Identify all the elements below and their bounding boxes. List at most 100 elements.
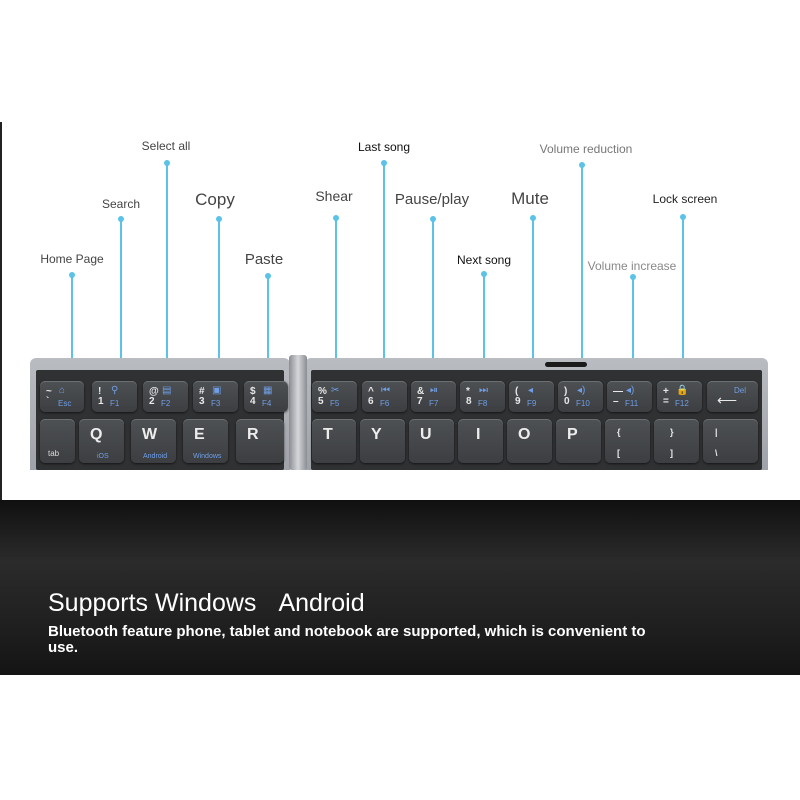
callout-dot-pause-play — [430, 216, 436, 222]
key-f3[interactable]: # 3 ▣ F3 — [193, 381, 238, 412]
key-y[interactable]: Y — [360, 419, 405, 463]
banner-title-windows: Supports Windows — [48, 589, 257, 617]
callout-line-search — [120, 219, 122, 375]
key-q[interactable]: Q iOS — [79, 419, 124, 463]
key-f7-fn: F7 — [429, 399, 439, 408]
key-f1-fn: F1 — [110, 399, 120, 408]
key-del[interactable]: Del ⟵ — [707, 381, 758, 412]
key-f6[interactable]: ^ 6 ⏮ F6 — [362, 381, 407, 412]
key-f2[interactable]: @ 2 ▤ F2 — [143, 381, 188, 412]
key-f1[interactable]: ! 1 ⚲ F1 — [92, 381, 137, 412]
key-f11-fn: F11 — [625, 399, 639, 408]
label-paste: Paste — [244, 251, 284, 268]
left-edge-line — [0, 122, 2, 500]
callout-line-mute — [532, 218, 534, 375]
key-f6-fn: F6 — [380, 399, 390, 408]
key-f4-fn: F4 — [262, 399, 272, 408]
key-q-os-label: iOS — [97, 453, 109, 460]
home-icon: ⌂ — [59, 385, 66, 396]
key-f5-fn: F5 — [330, 399, 340, 408]
key-f12-top: + — [663, 386, 669, 397]
banner-title-android: Android — [278, 589, 365, 617]
key-f7[interactable]: & 7 ⏯ F7 — [411, 381, 456, 412]
key-i[interactable]: I — [458, 419, 503, 463]
key-p[interactable]: P — [556, 419, 601, 463]
key-o-letter: O — [518, 426, 531, 443]
key-f11[interactable]: — – ◂) F11 — [607, 381, 652, 412]
key-f8-bottom: 8 — [466, 396, 472, 407]
next-track-icon: ⏭ — [479, 385, 488, 396]
key-f9[interactable]: ( 9 ◂ F9 — [509, 381, 554, 412]
key-f3-bottom: 3 — [199, 396, 205, 407]
key-f5[interactable]: % 5 ✂ F5 — [312, 381, 357, 412]
label-volume-increase: Volume increase — [587, 259, 677, 273]
label-lock-screen: Lock screen — [652, 192, 718, 206]
volume-down-icon: ◂) — [577, 385, 586, 396]
callout-dot-last-song — [381, 160, 387, 166]
label-volume-reduction: Volume reduction — [539, 142, 633, 156]
key-f10[interactable]: ) 0 ◂) F10 — [558, 381, 603, 412]
key-w-os-label: Android — [143, 453, 168, 460]
key-backslash-bottom: \ — [715, 448, 718, 458]
key-f8[interactable]: * 8 ⏭ F8 — [460, 381, 505, 412]
backspace-arrow-icon: ⟵ — [717, 392, 738, 408]
callout-dot-lock-screen — [680, 214, 686, 220]
key-right-bracket-bottom: ] — [670, 448, 673, 458]
key-esc[interactable]: ~ ` ⌂ Esc — [40, 381, 84, 412]
scissors-icon: ✂ — [331, 385, 340, 396]
label-pause-play: Pause/play — [394, 191, 470, 208]
key-f4[interactable]: $ 4 ▦ F4 — [244, 381, 288, 412]
callout-dot-paste — [265, 273, 271, 279]
key-f5-top: % — [318, 386, 327, 397]
key-f9-top: ( — [515, 386, 519, 397]
label-mute: Mute — [511, 189, 549, 208]
search-icon: ⚲ — [111, 385, 119, 396]
key-f2-fn: F2 — [161, 399, 171, 408]
keyboard-slot — [545, 362, 587, 367]
key-r[interactable]: R — [236, 419, 284, 463]
callout-dot-search — [118, 216, 124, 222]
key-f12-fn: F12 — [675, 399, 689, 408]
key-t-letter: T — [323, 426, 333, 443]
key-e[interactable]: E Windows — [183, 419, 228, 463]
key-tab[interactable]: tab — [40, 419, 75, 463]
key-f12[interactable]: + = 🔒 F12 — [657, 381, 702, 412]
key-f11-top: — — [613, 386, 623, 397]
callout-line-paste — [267, 276, 269, 375]
callout-dot-volume-reduction — [579, 162, 585, 168]
key-i-letter: I — [476, 426, 481, 443]
label-copy: Copy — [195, 190, 235, 209]
select-all-icon: ▤ — [162, 385, 172, 396]
label-last-song: Last song — [357, 140, 411, 154]
label-home-page: Home Page — [40, 252, 104, 266]
callout-dot-next-song — [481, 271, 487, 277]
callout-dot-shear — [333, 215, 339, 221]
key-u[interactable]: U — [409, 419, 454, 463]
key-f2-bottom: 2 — [149, 396, 155, 407]
label-select-all: Select all — [141, 139, 191, 153]
key-del-label: Del — [733, 386, 746, 395]
callout-line-shear — [335, 218, 337, 375]
key-f3-top: # — [199, 386, 205, 397]
key-f7-bottom: 7 — [417, 396, 423, 407]
key-left-bracket[interactable]: { [ — [605, 419, 650, 463]
callout-line-lock-screen — [682, 217, 684, 375]
key-esc-bottom: ` — [46, 396, 50, 407]
callout-line-home — [71, 275, 73, 375]
callout-line-next-song — [483, 274, 485, 375]
key-o[interactable]: O — [507, 419, 552, 463]
key-backslash[interactable]: | \ — [703, 419, 758, 463]
key-f6-bottom: 6 — [368, 396, 374, 407]
key-right-bracket[interactable]: } ] — [654, 419, 699, 463]
key-f12-bottom: = — [663, 396, 669, 407]
callout-dot-select-all — [164, 160, 170, 166]
key-t[interactable]: T — [312, 419, 356, 463]
key-f1-bottom: 1 — [98, 396, 104, 407]
label-shear: Shear — [315, 188, 353, 204]
key-f10-top: ) — [564, 386, 568, 397]
paste-icon: ▦ — [263, 385, 273, 396]
callout-line-copy — [218, 219, 220, 375]
key-w[interactable]: W Android — [131, 419, 176, 463]
key-r-letter: R — [247, 426, 259, 443]
volume-up-icon: ◂) — [626, 385, 635, 396]
